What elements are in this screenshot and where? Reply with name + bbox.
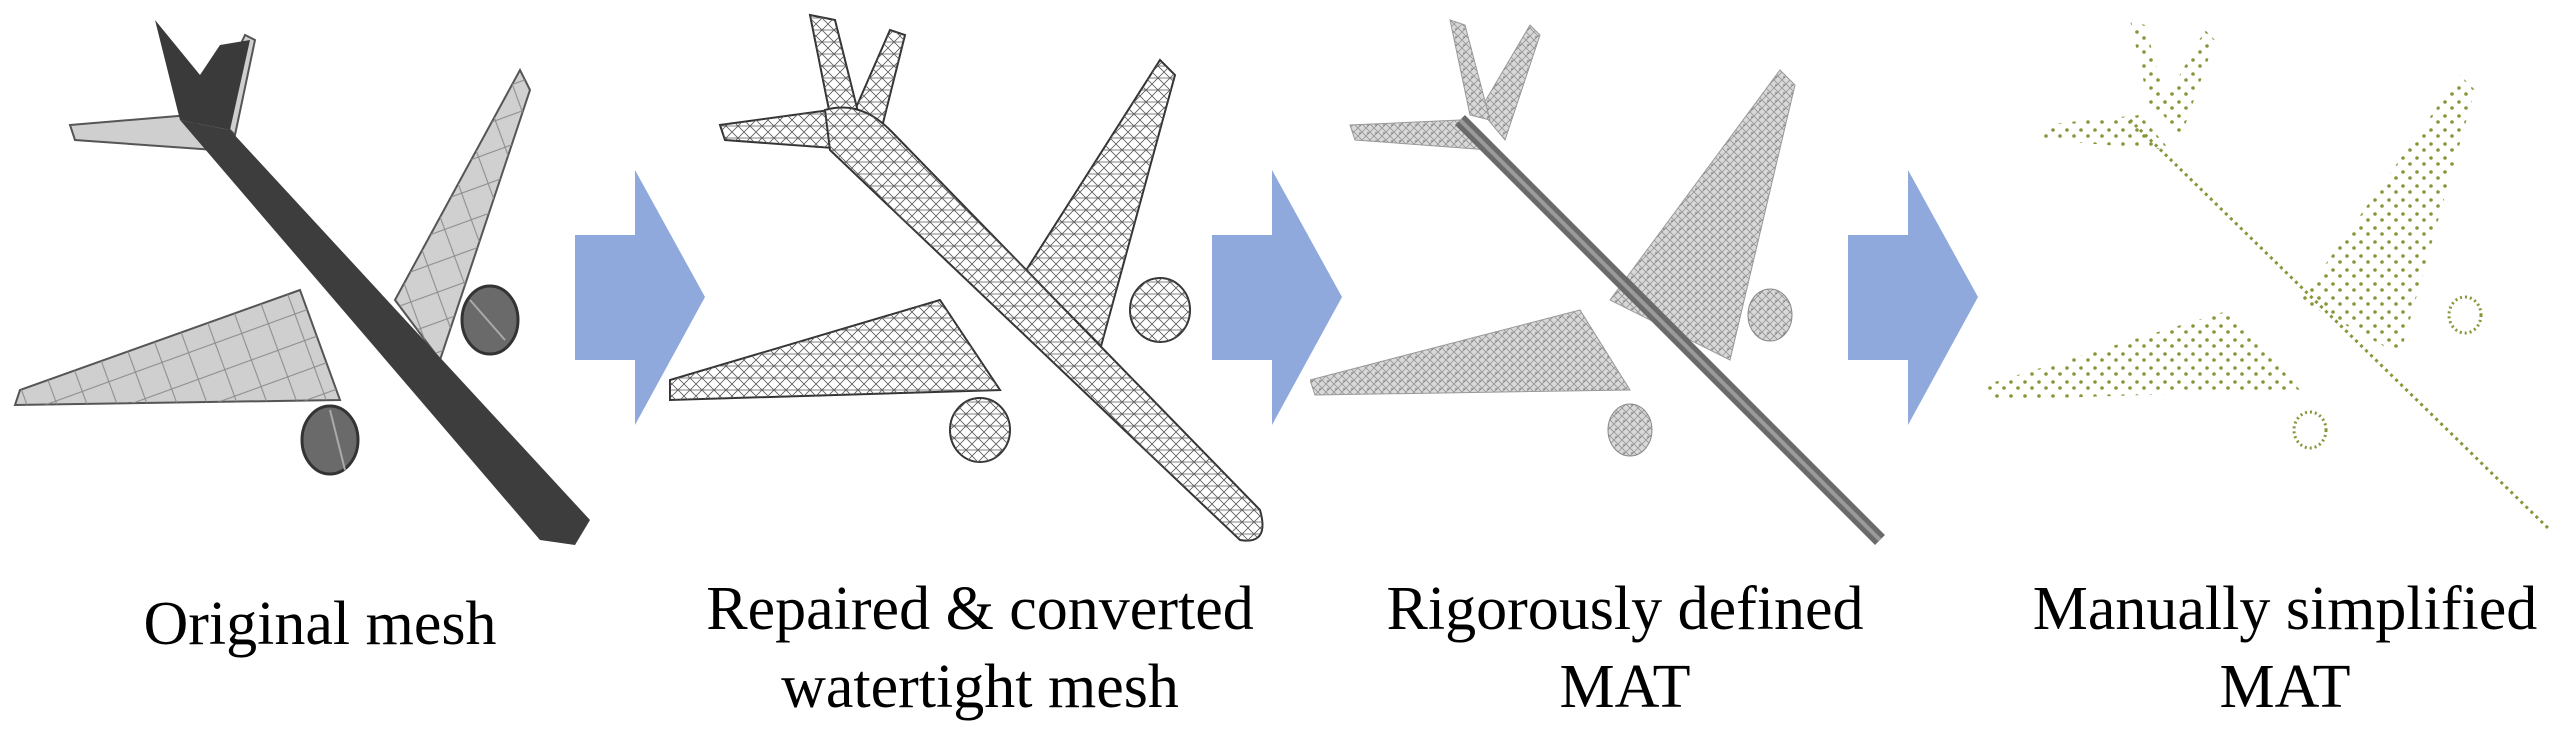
panel-original-mesh: [0, 0, 620, 560]
caption-line: Rigorously defined: [1386, 575, 1864, 643]
airplane-simplified-mat-icon: [1985, 20, 2552, 532]
caption-watertight-mesh: Repaired & converted watertight mesh: [675, 570, 1285, 726]
panel-rigorous-mat: [1310, 0, 1910, 560]
caption-line: MAT: [2219, 653, 2351, 721]
panel-watertight-mesh: [660, 0, 1280, 560]
caption-simplified-mat: Manually simplified MAT: [2010, 570, 2560, 726]
right-arrow-icon: [575, 170, 705, 425]
caption-line: Manually simplified: [2032, 575, 2538, 643]
caption-line: Repaired & converted: [706, 575, 1254, 643]
airplane-mat-icon: [1310, 19, 1885, 545]
caption-line: Original mesh: [143, 590, 497, 658]
airplane-watertight-mesh-icon: [669, 13, 1264, 542]
right-arrow-icon: [1212, 170, 1342, 425]
right-arrow-icon: [1848, 170, 1978, 425]
caption-line: watertight mesh: [781, 653, 1179, 721]
caption-line: MAT: [1559, 653, 1691, 721]
airplane-original-mesh-icon: [13, 20, 590, 545]
panel-simplified-mat: [1980, 0, 2570, 560]
caption-rigorous-mat: Rigorously defined MAT: [1355, 570, 1895, 726]
caption-original-mesh: Original mesh: [120, 585, 520, 663]
